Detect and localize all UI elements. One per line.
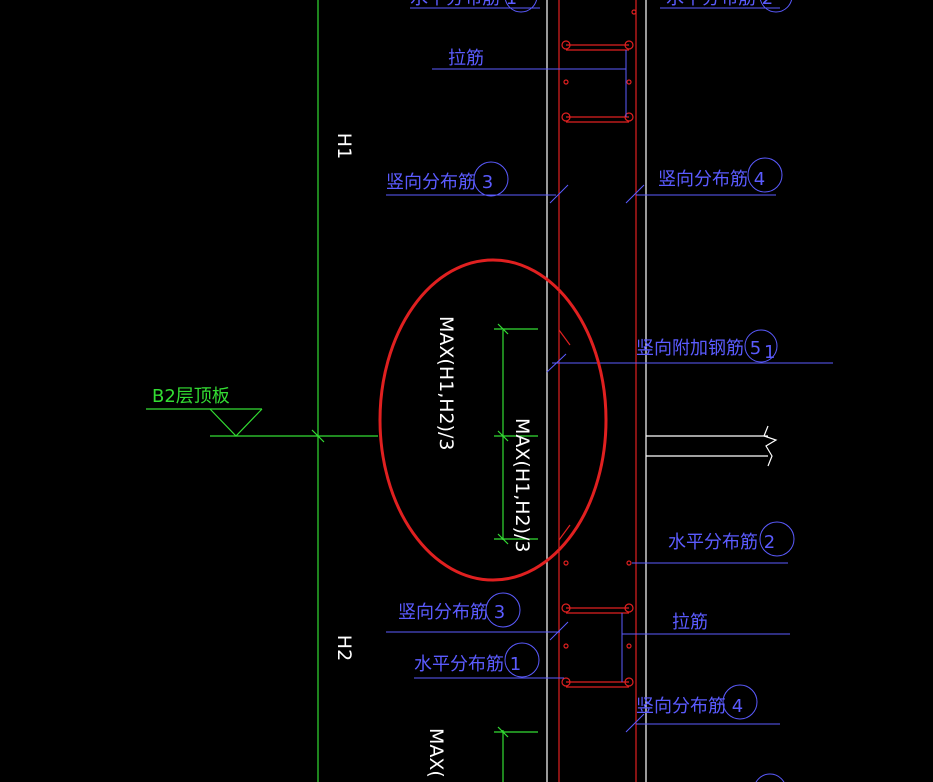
level-triangle bbox=[209, 408, 263, 437]
max-bottom-label: MAX( bbox=[425, 728, 447, 778]
extra-bar-hook-bottom bbox=[558, 524, 571, 541]
tie-bottom-label: 拉筋 bbox=[672, 612, 708, 633]
dim-tick-mid bbox=[497, 430, 509, 442]
extra-bar-hook-top bbox=[558, 329, 571, 346]
vertical-4-top-label: 竖向分布筋 4 bbox=[658, 169, 765, 190]
dim-tick-bottom bbox=[497, 533, 509, 545]
level-lines bbox=[146, 0, 538, 782]
horizontal-1-top-label: 水平分布筋 1 bbox=[410, 0, 517, 9]
h2-label: H2 bbox=[333, 635, 355, 661]
horizontal-2-top-label: 水平分布筋 2 bbox=[666, 0, 773, 9]
slab-label: B2层顶板 bbox=[152, 386, 230, 407]
max-left-label: MAX(H1,H2)/3 bbox=[435, 316, 457, 451]
horizontal-2-label: 水平分布筋 2 bbox=[668, 532, 775, 553]
vertical-3-top-label: 竖向分布筋 3 bbox=[386, 172, 493, 193]
horizontal-1-label: 水平分布筋 1 bbox=[414, 654, 521, 675]
h1-label: H1 bbox=[333, 133, 355, 159]
axis-tick bbox=[311, 429, 325, 443]
extra-5-index: 1 bbox=[764, 342, 775, 363]
max-right-label: MAX(H1,H2)/3 bbox=[511, 418, 533, 553]
vertical-3-bottom-label: 竖向分布筋 3 bbox=[398, 602, 505, 623]
break-symbol bbox=[763, 425, 778, 467]
vertical-extra-5-label: 竖向附加钢筋 5 bbox=[636, 338, 761, 359]
dim-tick-top bbox=[497, 323, 509, 335]
reinforcement bbox=[558, 0, 637, 782]
wall-edges bbox=[546, 0, 778, 782]
tie-top-label: 拉筋 bbox=[448, 48, 484, 69]
dim-tick-lower bbox=[497, 726, 509, 738]
vertical-4-bottom-label: 竖向分布筋 4 bbox=[636, 696, 743, 717]
highlight-ellipse bbox=[378, 258, 608, 582]
